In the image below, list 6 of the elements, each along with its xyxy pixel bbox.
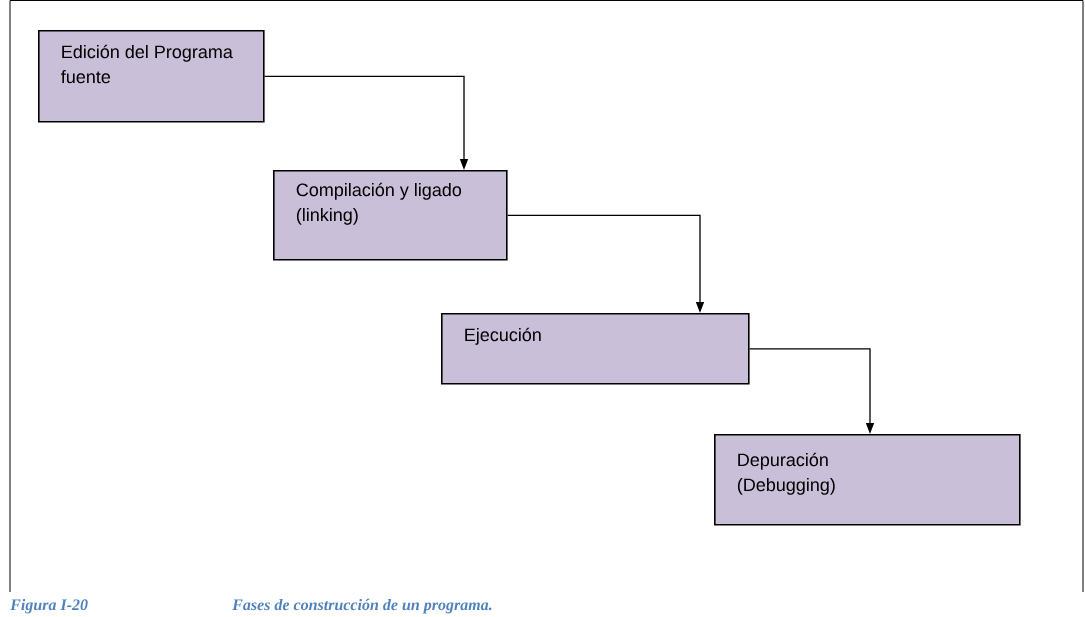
process-box: Depuración (Debugging) <box>714 433 1021 526</box>
caption: Fases de construcción de un programa. <box>232 598 492 614</box>
process-box: Compilación y ligado (linking) <box>273 170 508 261</box>
process-box: Edición del Programa fuente <box>38 30 265 123</box>
process-box: Ejecución <box>441 312 750 385</box>
figure-number: Figura I-20 <box>10 598 88 614</box>
